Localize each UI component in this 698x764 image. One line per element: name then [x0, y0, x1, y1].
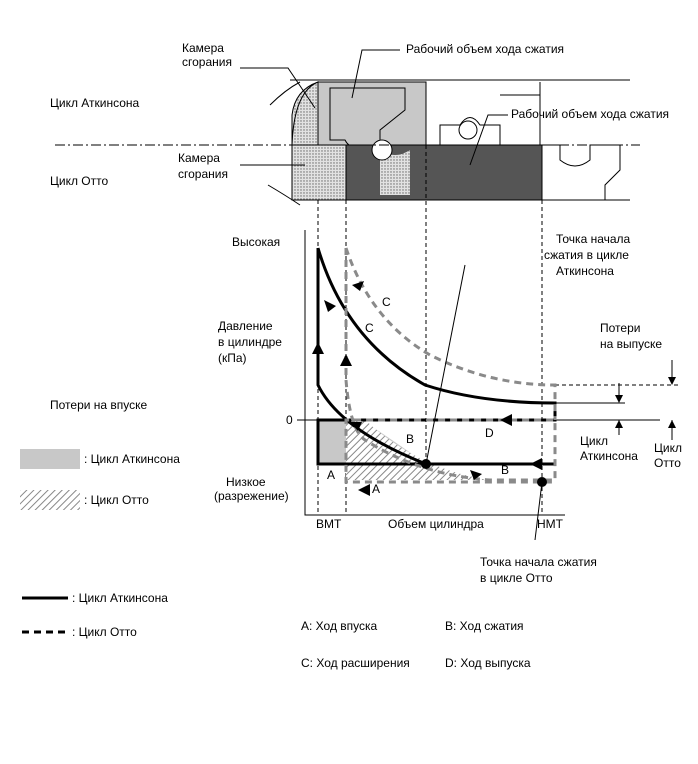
pv-chart — [297, 145, 680, 541]
atkinson-start-label-2: сжатия в цикле — [544, 248, 629, 262]
engine-section — [55, 49, 640, 206]
stroke-legend-d: D: Ход выпуска — [445, 656, 531, 670]
exhaust-loss-arrow-bottom — [668, 420, 676, 428]
legend-otto-swatch — [20, 490, 80, 510]
arrow-compression-b — [350, 422, 362, 431]
otto-start-label-2: в цикле Отто — [480, 571, 553, 585]
pressure-high-label: Высокая — [232, 235, 280, 249]
right-otto-label-1: Цикл — [654, 441, 682, 455]
arrow-otto-expansion — [352, 281, 364, 291]
otto-start-label-1: Точка начала сжатия — [480, 555, 597, 569]
exhaust-loss-label-2: на выпуске — [600, 337, 662, 351]
bottom-valve-line — [267, 184, 301, 206]
leader-otto-start — [534, 481, 543, 541]
atkinson-cycle-curve — [316, 247, 557, 466]
volume-label: Объем цилиндра — [388, 517, 484, 531]
stroke-legend-b: B: Ход сжатия — [445, 619, 524, 633]
stroke-letter-a-otto: A — [372, 482, 380, 496]
arrow-otto-compression — [470, 470, 482, 480]
arrow-intake-otto — [358, 484, 370, 496]
otto-expansion-curve — [344, 247, 557, 420]
legend-atkinson-area-label: : Цикл Аткинсона — [84, 452, 180, 466]
arrow-exhaust-d — [500, 414, 512, 426]
stroke-legend-c: C: Ход расширения — [301, 656, 410, 670]
nmt-label: НМТ — [537, 517, 564, 531]
right-otto-label-2: Отто — [654, 456, 681, 470]
otto-compression-volume — [345, 144, 543, 201]
bmt-label: ВМТ — [316, 517, 342, 531]
legend-atkinson-line-label: : Цикл Аткинсона — [72, 591, 168, 605]
chamber-bottom-label-2: сгорания — [178, 167, 228, 181]
compression-volume-top-label: Рабочий объем хода сжатия — [406, 42, 564, 56]
stroke-letter-c-atkinson: C — [365, 321, 374, 335]
right-atkinson-label-2: Аткинсона — [580, 449, 638, 463]
piston-pin-right — [458, 120, 478, 140]
low-pressure-label-1: Низкое — [226, 475, 266, 489]
stroke-legend-a: A: Ход впуска — [301, 619, 378, 633]
legend-otto-area-label: : Цикл Отто — [84, 493, 149, 507]
piston-pin-left — [371, 139, 393, 161]
otto-cycle-label: Цикл Отто — [50, 174, 108, 188]
arrow-atkinson-up — [312, 342, 324, 354]
exhaust-loss-label-1: Потери — [600, 321, 640, 335]
arrow-atkinson-expansion — [324, 300, 336, 312]
atkinson-loss-arrow-top — [615, 395, 623, 403]
otto-cycle-curve — [344, 248, 557, 484]
low-pressure-label-2: (разрежение) — [214, 489, 289, 503]
atkinson-loss-arrow-bottom — [615, 420, 623, 428]
chart-axes — [304, 230, 565, 516]
atkinson-intake-loss-area — [318, 420, 346, 464]
pressure-label-3: (кПа) — [218, 351, 247, 365]
legend-otto-line-label: : Цикл Отто — [72, 625, 137, 639]
pressure-label-2: в цилиндре — [218, 335, 282, 349]
otto-intake-loss-area — [346, 420, 490, 480]
stroke-letter-b-top: B — [406, 432, 414, 446]
chamber-top-label-1: Камера — [182, 41, 224, 55]
chamber-top-label-2: сгорания — [182, 55, 232, 69]
atkinson-start-label-1: Точка начала — [556, 232, 631, 246]
compression-volume-right-label: Рабочий объем хода сжатия — [511, 107, 669, 121]
intake-loss-label: Потери на впуске — [50, 398, 148, 412]
stroke-letter-d: D — [485, 426, 494, 440]
arrow-compression-atkinson — [530, 458, 542, 470]
stroke-letter-b-bottom: B — [501, 463, 509, 477]
leader-volume-right — [469, 114, 508, 166]
stroke-letter-c-otto: C — [382, 295, 391, 309]
otto-piston — [542, 144, 621, 201]
otto-cavity — [380, 150, 410, 195]
atkinson-piston-right — [425, 82, 541, 146]
top-valve-line — [269, 81, 301, 106]
zero-label: 0 — [286, 413, 293, 427]
leader-atkinson-start — [425, 264, 466, 465]
atkinson-compression-volume — [317, 81, 427, 146]
right-atkinson-label-1: Цикл — [580, 434, 608, 448]
chamber-bottom-label-1: Камера — [178, 151, 220, 165]
exhaust-loss-arrow-top — [668, 377, 676, 385]
leader-volume-top — [351, 49, 400, 99]
stroke-letter-a-atkinson: A — [327, 468, 335, 482]
arrow-otto-up — [340, 354, 352, 366]
legend-atkinson-swatch — [20, 449, 80, 469]
atkinson-start-label-3: Аткинсона — [556, 264, 614, 278]
atkinson-cycle-label: Цикл Аткинсона — [50, 96, 140, 110]
leader-chamber-top — [240, 67, 316, 109]
pressure-label-1: Давление — [218, 319, 273, 333]
